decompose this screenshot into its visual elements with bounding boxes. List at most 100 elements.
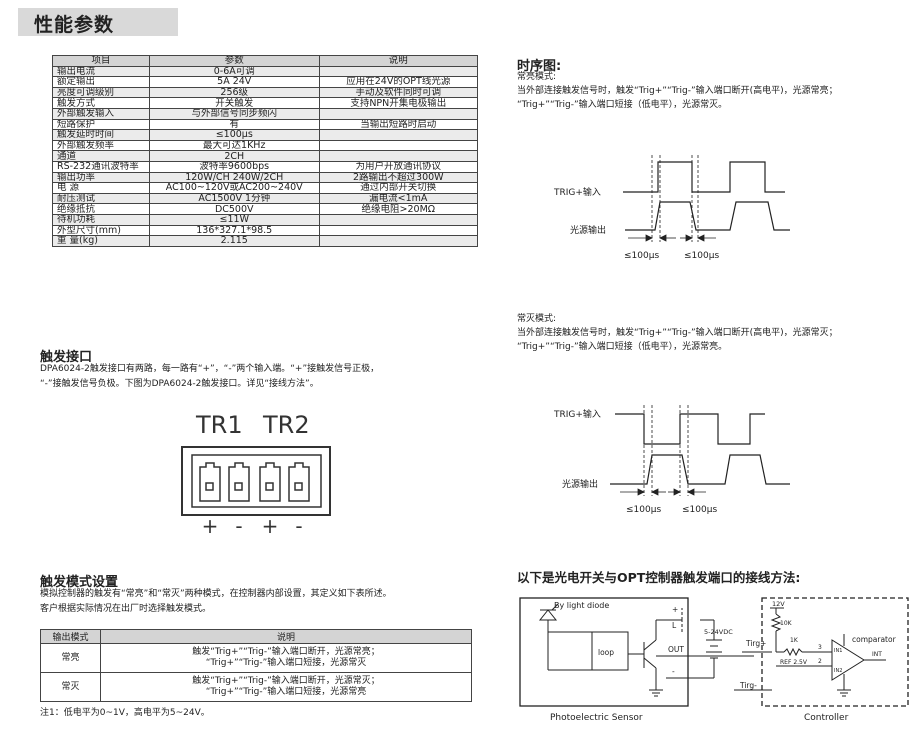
terminal-L: L xyxy=(672,621,677,630)
timing-mode1-desc-2: “Trig+”“Trig-”输入端口短接（低电平），光源常灭。 xyxy=(517,100,728,110)
param-table-cell: 最大可达1KHz xyxy=(148,139,320,152)
param-table-cell: 触发方式 xyxy=(52,97,150,109)
param-table-cell: 外部触发输入 xyxy=(52,107,150,120)
param-table-cell: 120W/CH 240W/2CH xyxy=(148,171,320,184)
controller-ground-icon xyxy=(837,686,851,697)
param-table-cell: 重 量(kg) xyxy=(52,235,150,247)
pin-2-hole xyxy=(234,482,243,491)
polarity-minus-2: - xyxy=(295,514,302,538)
diode-icon xyxy=(538,603,594,671)
sensor-label: Photoelectric Sensor xyxy=(550,713,643,723)
param-table-cell: 与外部信号同步频闪 xyxy=(148,107,320,120)
timing-mode2-title: 常灭模式: xyxy=(517,314,557,324)
param-table-cell: 输出功率 xyxy=(52,171,150,184)
trig-plus-label: Tirg+ xyxy=(745,639,766,648)
terminal-plus: + xyxy=(672,605,678,614)
trig-minus-label: Tirg- xyxy=(739,681,757,690)
sensor-box xyxy=(519,597,689,707)
param-table-cell: 短路保护 xyxy=(52,118,150,131)
param-table-row: 外部触发频率最大可达1KHz xyxy=(52,139,479,152)
param-table-cell: 2路输出不超过300W xyxy=(318,171,479,184)
mode-table: 输出模式 说明 常亮 触发“Trig+”“Trig-”输入端口断开，光源常亮；“… xyxy=(40,629,472,702)
timing-heading: 时序图: xyxy=(517,59,562,74)
param-table-cell xyxy=(318,235,479,247)
delay-arrows xyxy=(620,488,706,496)
timing-guides xyxy=(651,155,699,242)
param-table-cell xyxy=(318,107,479,120)
param-table-cell: 绝缘抵抗 xyxy=(52,203,150,215)
tr2-label: TR2 xyxy=(262,411,310,439)
trig-wires xyxy=(734,651,772,691)
timing-mode2-desc-1: 当外部连接触发信号时，触发“Trig+”“Trig-”输入端口断开(高电平)，光… xyxy=(517,328,838,338)
param-table-cell: 2.115 xyxy=(148,235,320,247)
pin-4-hole xyxy=(294,482,303,491)
param-table-cell: ≤11W xyxy=(148,213,320,226)
param-table-cell: RS-232通讯波特率 xyxy=(52,160,150,173)
ground-icon xyxy=(649,686,663,697)
param-col-header: 说明 xyxy=(318,55,479,67)
param-col-header: 项目 xyxy=(52,55,150,67)
wiring-heading: 以下是光电开关与OPT控制器触发端口的接线方法: xyxy=(517,570,801,585)
param-table-header: 项目参数说明 xyxy=(52,55,479,67)
terminal-minus: - xyxy=(672,667,675,676)
delay-label-1: ≤100μs xyxy=(626,505,661,515)
param-table-cell xyxy=(318,65,479,78)
param-table-cell: 有 xyxy=(148,118,320,131)
timing-diagram-always-off: TRIG+输入 光源输出 ≤100μs ≤100μs xyxy=(553,405,790,515)
mode-col-header: 输出模式 xyxy=(40,629,101,644)
controller-box xyxy=(761,597,909,707)
param-table-cell: 额定输出 xyxy=(52,76,150,88)
output-waveform xyxy=(625,201,790,231)
param-table-row: 外部触发输入与外部信号同步频闪 xyxy=(52,107,479,120)
mode-note: 注1：低电平为0~1V，高电平为5~24V。 xyxy=(40,708,210,718)
delay-label-2: ≤100μs xyxy=(682,505,717,515)
param-table-cell: 开关触发 xyxy=(148,97,320,109)
input-label: TRIG+输入 xyxy=(553,408,601,420)
trigger-mode-desc-1: 模拟控制器的触发有“常亮”和“常灭”两种模式，在控制器内部设置，其定义如下表所述… xyxy=(40,589,392,599)
param-table-row: 短路保护有当输出短路时启动 xyxy=(52,118,479,131)
param-table-cell: 耐压测试 xyxy=(52,192,150,205)
param-table-cell: 绝缘电阻>20MΩ xyxy=(318,203,479,215)
param-table-cell: AC100~120V或AC200~240V xyxy=(148,182,320,194)
polarity-plus-2: + xyxy=(262,514,279,538)
param-table-cell: 通道 xyxy=(52,150,150,162)
param-table-cell: 外型尺寸(mm) xyxy=(52,224,150,237)
pin2-label: 2 xyxy=(818,658,822,665)
tr1-label: TR1 xyxy=(195,411,243,439)
param-table-cell: 256级 xyxy=(148,86,320,99)
param-table-cell: 当输出短路时启动 xyxy=(318,118,479,131)
param-table-row: 外型尺寸(mm)136*327.1*98.5 xyxy=(52,224,479,237)
page-title: 性能参数 xyxy=(34,14,115,36)
mode-desc-line: “Trig+”“Trig-”输入端口短接，光源常亮 xyxy=(205,687,367,697)
supply-label: 5-24VDC xyxy=(704,628,733,636)
input-label: TRIG+输入 xyxy=(553,186,601,198)
output-label: 光源输出 xyxy=(570,224,606,236)
trigger-mode-heading: 触发模式设置 xyxy=(40,575,119,590)
r10k-label: 10K xyxy=(780,620,793,627)
polarity-minus-1: - xyxy=(235,514,242,538)
trigger-port-desc-1: DPA6024-2触发接口有两路，每一路有“+”，“-”两个输入端。“+”接触发… xyxy=(40,364,380,374)
param-table-cell: 亮度可调级别 xyxy=(52,86,150,99)
pin-3-hole xyxy=(265,482,274,491)
delay-label-2: ≤100μs xyxy=(684,251,719,261)
port-pins xyxy=(199,462,310,502)
mode-name: 常亮 xyxy=(40,643,101,673)
trigger-port-desc-2: “-”接触发信号负极。下图为DPA6024-2触发接口。详见“接线方法”。 xyxy=(40,379,319,389)
wiring-diagram: loop By light diode + L OUT - 5-24VDC xyxy=(519,597,909,723)
param-table-cell: 通过内部开关切换 xyxy=(318,182,479,194)
resistor-10k-icon xyxy=(770,607,784,652)
input-waveform xyxy=(623,161,785,193)
pin3-label: 3 xyxy=(818,644,822,651)
pin-3 xyxy=(259,462,281,502)
mode-row: 常亮 触发“Trig+”“Trig-”输入端口断开，光源常亮；“Trig+”“T… xyxy=(40,643,472,673)
param-table-row: 触发方式开关触发支持NPN开集电极输出 xyxy=(52,97,479,109)
param-table-cell: 为用户开放通讯协议 xyxy=(318,160,479,173)
in1-label: IN1 xyxy=(834,648,842,654)
param-table-cell: 波特率9600bps xyxy=(148,160,320,173)
